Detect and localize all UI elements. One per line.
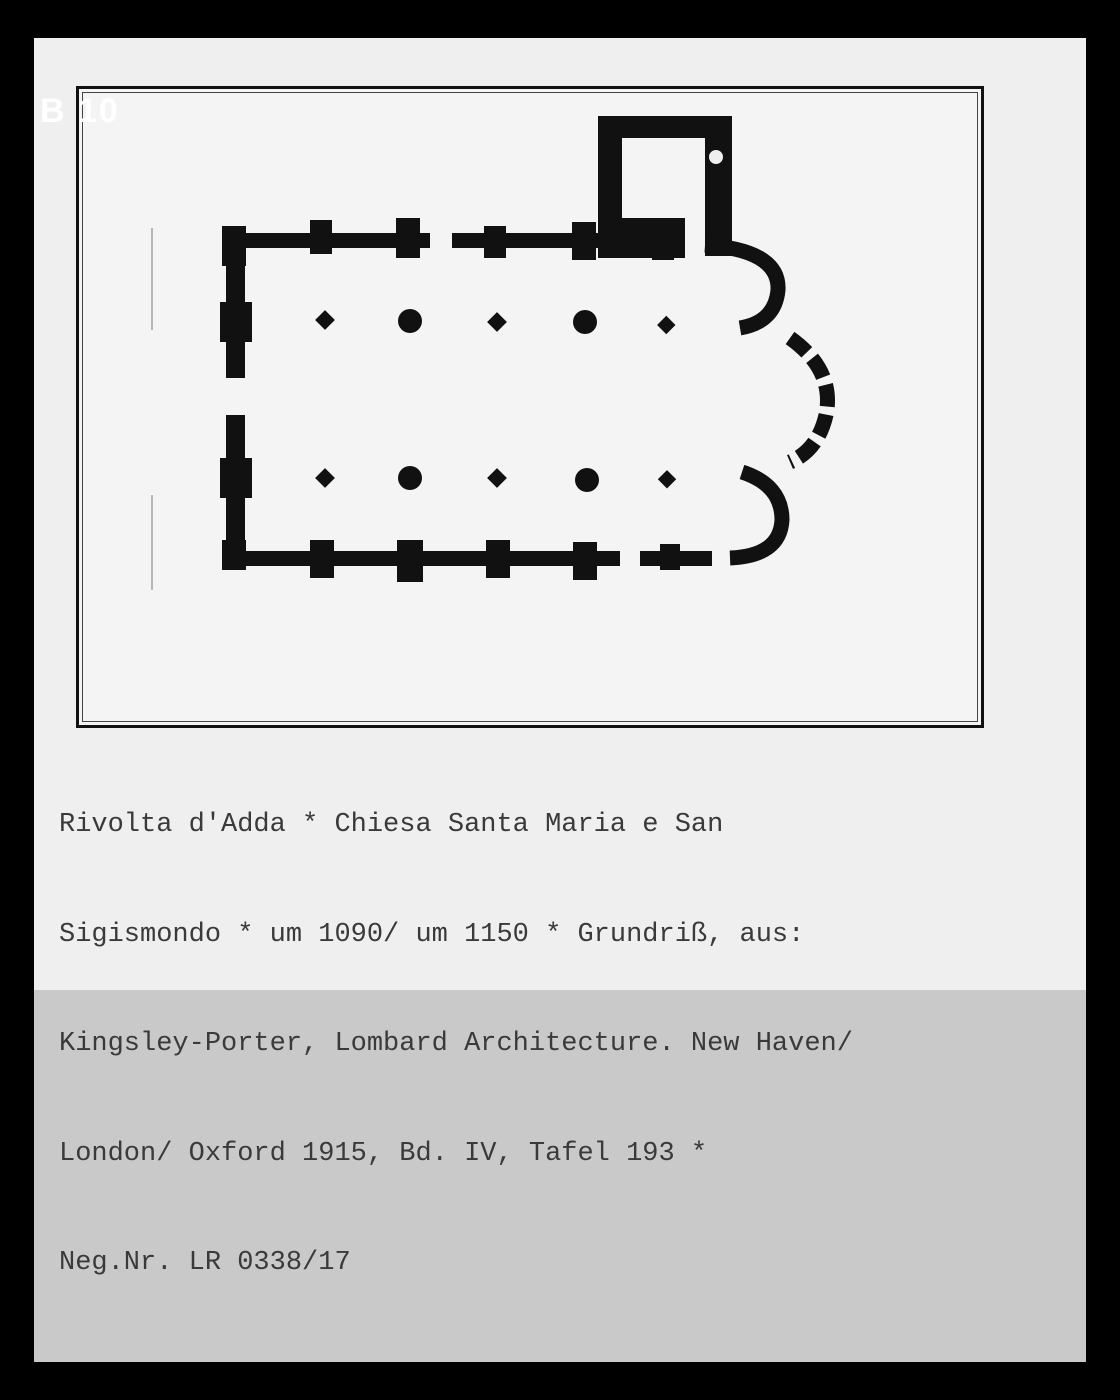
photo-mount: B 10 Rivolta d'Adda * Chiesa Santa Maria… [34, 38, 1086, 1362]
church-floor-plan [151, 116, 835, 590]
tower [598, 116, 732, 138]
nave-piers [315, 309, 677, 492]
caption: Rivolta d'Adda * Chiesa Santa Maria e Sa… [59, 734, 853, 1355]
caption-line: Rivolta d'Adda * Chiesa Santa Maria e Sa… [59, 810, 724, 840]
archive-card: B 10 Rivolta d'Adda * Chiesa Santa Maria… [34, 38, 1086, 1278]
caption-line: London/ Oxford 1915, Bd. IV, Tafel 193 * [59, 1138, 708, 1169]
caption-line: Kingsley-Porter, Lombard Architecture. N… [59, 1029, 853, 1059]
archive-label: B 10 [40, 92, 120, 130]
caption-line: Neg.Nr. LR 0338/17 [59, 1248, 351, 1278]
caption-line: Sigismondo * um 1090/ um 1150 * Grundriß… [59, 919, 805, 950]
